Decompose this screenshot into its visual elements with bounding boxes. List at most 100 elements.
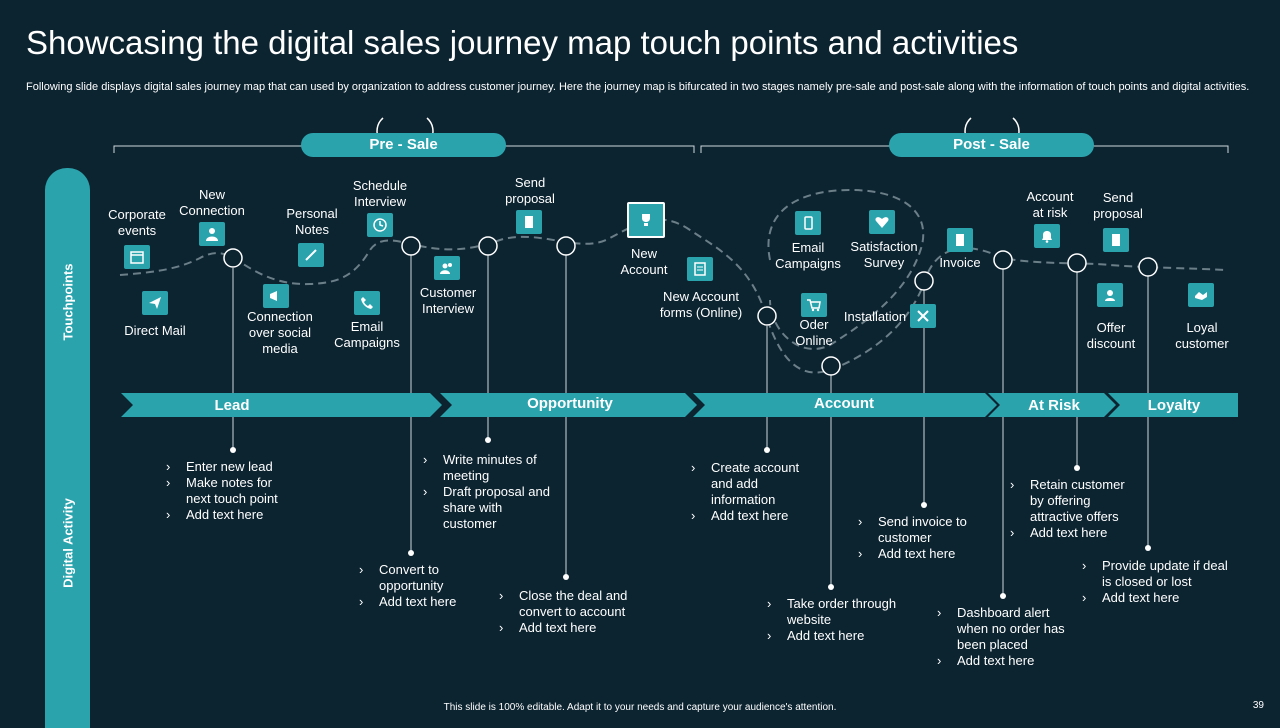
phase-account: Account xyxy=(814,395,874,412)
activity-dashboard-alert: Dashboard alert when no order has been p… xyxy=(937,605,1065,669)
people-icon xyxy=(434,256,460,280)
activity-item: Retain customer by offering attractive o… xyxy=(1010,477,1125,525)
tp-send-proposal-1: Send proposal xyxy=(505,175,555,206)
mobile-icon xyxy=(795,211,821,235)
tp-account-at-risk: Account at risk xyxy=(1026,189,1074,220)
document-icon xyxy=(516,210,542,234)
end-dot xyxy=(921,502,927,508)
journey-node xyxy=(993,250,1013,270)
tp-schedule-interview: Schedule Interview xyxy=(352,178,408,209)
journey-node xyxy=(821,356,841,376)
user-icon xyxy=(199,222,225,246)
activity-minutes: Write minutes of meeting Draft proposal … xyxy=(423,452,550,532)
connector-end-dots xyxy=(230,437,1151,599)
page-title: Showcasing the digital sales journey map… xyxy=(26,24,1019,61)
journey-node xyxy=(478,236,498,256)
tp-invoice: Invoice xyxy=(939,255,981,270)
activity-item: Add text here xyxy=(359,594,456,610)
page-subtitle: Following slide displays digital sales j… xyxy=(26,81,1250,93)
document-icon xyxy=(1103,228,1129,252)
phase-lead: Lead xyxy=(214,397,250,414)
tp-new-account: New Account xyxy=(620,246,668,277)
tp-new-connection: New Connection xyxy=(179,187,245,218)
activity-retain-customer: Retain customer by offering attractive o… xyxy=(1010,477,1125,541)
tp-email-campaigns-1: Email Campaigns xyxy=(334,319,400,350)
tp-email-campaigns-2: Email Campaigns xyxy=(775,240,841,271)
invoice-icon xyxy=(947,228,973,252)
activity-item: Take order through website xyxy=(767,596,896,628)
tp-personal-notes: Personal Notes xyxy=(286,206,338,237)
activity-item: Close the deal and convert to account xyxy=(499,588,627,620)
activity-take-order: Take order through website Add text here xyxy=(767,596,896,644)
end-dot xyxy=(1000,593,1006,599)
activity-item: Enter new lead xyxy=(166,459,278,475)
end-dot xyxy=(1145,545,1151,551)
end-dot xyxy=(485,437,491,443)
phase-arrow-account xyxy=(693,393,997,417)
phase-arrow-opportunity xyxy=(440,393,697,417)
phase-arrow-loyalty xyxy=(1108,393,1238,417)
phone-icon xyxy=(354,291,380,315)
heart-icon xyxy=(869,210,895,234)
tp-loyal-customer: Loyal customer xyxy=(1175,320,1229,351)
activity-item: Convert to opportunity xyxy=(359,562,456,594)
megaphone-icon xyxy=(263,284,289,308)
activity-item: Dashboard alert when no order has been p… xyxy=(937,605,1065,653)
bell-icon xyxy=(1034,224,1060,248)
activity-provide-update: Provide update if deal is closed or lost… xyxy=(1082,558,1228,606)
tp-direct-mail: Direct Mail xyxy=(124,323,186,338)
end-dot xyxy=(1074,465,1080,471)
pen-icon xyxy=(298,243,324,267)
calendar-icon xyxy=(124,245,150,269)
journey-node xyxy=(223,248,243,268)
activity-item: Provide update if deal is closed or lost xyxy=(1082,558,1228,590)
journey-node xyxy=(401,236,421,256)
activity-item: Create account and add information xyxy=(691,460,799,508)
activity-item: Add text here xyxy=(858,546,967,562)
tp-connection-social: Connection over social media xyxy=(247,309,313,356)
end-dot xyxy=(764,447,770,453)
tp-customer-interview: Customer Interview xyxy=(419,285,477,316)
page-number: 39 xyxy=(1252,700,1264,711)
tp-installation: Installation xyxy=(843,309,907,324)
form-icon xyxy=(687,257,713,281)
phase-opportunity: Opportunity xyxy=(527,395,613,412)
end-dot xyxy=(828,584,834,590)
touchpoints-label: Touchpoints xyxy=(60,263,76,341)
activity-item: Draft proposal and share with customer xyxy=(423,484,550,532)
end-dot xyxy=(408,550,414,556)
journey-node xyxy=(556,236,576,256)
journey-node xyxy=(1067,253,1087,273)
activity-item: Add text here xyxy=(1010,525,1125,541)
discount-icon xyxy=(1097,283,1123,307)
journey-nodes xyxy=(223,236,1158,376)
activity-item: Make notes for next touch point xyxy=(166,475,278,507)
activity-create-account: Create account and add information Add t… xyxy=(691,460,799,524)
journey-node xyxy=(1138,257,1158,277)
activity-item: Add text here xyxy=(1082,590,1228,606)
tools-icon xyxy=(910,304,936,328)
tp-new-account-forms: New Account forms (Online) xyxy=(659,289,743,320)
end-dot xyxy=(230,447,236,453)
activity-close-deal: Close the deal and convert to account Ad… xyxy=(499,588,627,636)
account-loop xyxy=(767,188,925,350)
phase-loyalty: Loyalty xyxy=(1147,397,1201,414)
paper-plane-icon xyxy=(142,291,168,315)
activity-item: Add text here xyxy=(499,620,627,636)
handshake-icon xyxy=(1188,283,1214,307)
activity-convert: Convert to opportunity Add text here xyxy=(359,562,456,610)
end-dot xyxy=(563,574,569,580)
cart-icon xyxy=(801,293,827,317)
tp-order-online: Oder Online xyxy=(795,317,833,348)
tp-satisfaction-survey: Satisfaction Survey xyxy=(850,239,918,270)
activity-item: Add text here xyxy=(767,628,896,644)
journey-node xyxy=(757,306,777,326)
trophy-icon xyxy=(627,202,665,238)
activity-lead: Enter new lead Make notes for next touch… xyxy=(166,459,278,523)
footer-note: This slide is 100% editable. Adapt it to… xyxy=(443,702,837,713)
digital-activity-label: Digital Activity xyxy=(60,498,76,588)
activity-item: Write minutes of meeting xyxy=(423,452,550,484)
activity-item: Add text here xyxy=(166,507,278,523)
